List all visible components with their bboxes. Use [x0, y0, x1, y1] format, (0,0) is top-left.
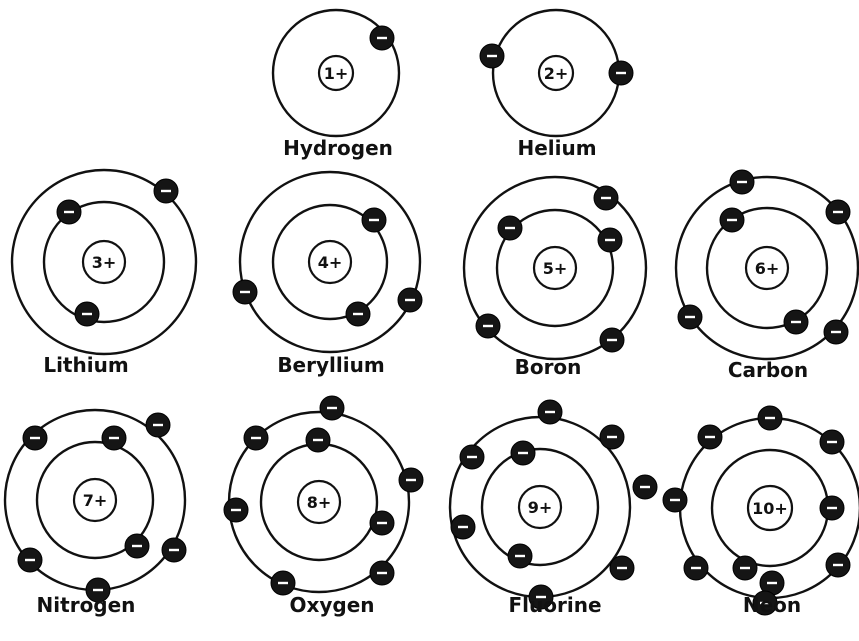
oxygen-nucleus-charge: 8+	[307, 493, 332, 512]
atom-oxygen: 8+ Oxygen	[224, 396, 423, 617]
beryllium-electron	[346, 302, 370, 326]
hydrogen-electron	[370, 26, 394, 50]
carbon-electron	[826, 200, 850, 224]
carbon-electron	[678, 305, 702, 329]
atom-fluorine: 9+ Fluorine	[450, 400, 657, 617]
oxygen-electron	[399, 468, 423, 492]
atom-boron: 5+ Boron	[464, 177, 646, 379]
fluorine-nucleus-charge: 9+	[528, 498, 553, 517]
carbon-electron	[784, 310, 808, 334]
lithium-label: Lithium	[43, 353, 128, 377]
neon-electron	[820, 496, 844, 520]
helium-electron	[609, 61, 633, 85]
beryllium-label: Beryllium	[277, 353, 384, 377]
carbon-label: Carbon	[728, 358, 808, 382]
boron-nucleus-charge: 5+	[543, 259, 568, 278]
beryllium-electron	[398, 288, 422, 312]
neon-electron	[826, 553, 850, 577]
carbon-electron	[730, 170, 754, 194]
helium-label: Helium	[517, 136, 596, 160]
atom-helium: 2+ Helium	[480, 10, 633, 160]
nitrogen-label: Nitrogen	[37, 593, 136, 617]
boron-electron	[600, 328, 624, 352]
boron-electron	[498, 216, 522, 240]
beryllium-electron	[233, 280, 257, 304]
boron-electron	[594, 186, 618, 210]
fluorine-electron	[633, 475, 657, 499]
atom-hydrogen: 1+ Hydrogen	[273, 10, 399, 160]
carbon-electron	[720, 208, 744, 232]
fluorine-electron	[508, 544, 532, 568]
nitrogen-electron	[162, 538, 186, 562]
nitrogen-electron	[102, 426, 126, 450]
atom-neon: 10+ Neon	[663, 406, 859, 617]
helium-electron	[480, 44, 504, 68]
nitrogen-electron	[23, 426, 47, 450]
neon-nucleus-charge: 10+	[752, 499, 788, 518]
neon-electron	[820, 430, 844, 454]
oxygen-label: Oxygen	[289, 593, 374, 617]
neon-electron	[733, 556, 757, 580]
oxygen-electron	[370, 511, 394, 535]
hydrogen-label: Hydrogen	[283, 136, 393, 160]
helium-nucleus-charge: 2+	[544, 64, 569, 83]
oxygen-electron	[306, 428, 330, 452]
fluorine-electron	[538, 400, 562, 424]
nitrogen-electron	[18, 548, 42, 572]
lithium-electron	[57, 200, 81, 224]
neon-label: Neon	[743, 593, 801, 617]
atom-lithium: 3+ Lithium	[12, 170, 196, 377]
oxygen-electron	[370, 561, 394, 585]
nitrogen-nucleus-charge: 7+	[83, 491, 108, 510]
lithium-electron	[75, 302, 99, 326]
carbon-nucleus-charge: 6+	[755, 259, 780, 278]
oxygen-electron	[320, 396, 344, 420]
neon-electron	[684, 556, 708, 580]
oxygen-electron	[244, 426, 268, 450]
carbon-electron	[824, 320, 848, 344]
boron-label: Boron	[515, 355, 582, 379]
nitrogen-electron	[125, 534, 149, 558]
neon-electron	[663, 488, 687, 512]
fluorine-electron	[451, 515, 475, 539]
fluorine-electron	[511, 441, 535, 465]
neon-electron	[758, 406, 782, 430]
beryllium-electron	[362, 208, 386, 232]
atom-beryllium: 4+ Beryllium	[233, 172, 422, 377]
boron-electron	[476, 314, 500, 338]
fluorine-electron	[600, 425, 624, 449]
atom-carbon: 6+ Carbon	[676, 170, 858, 382]
beryllium-nucleus-charge: 4+	[318, 253, 343, 272]
lithium-electron	[154, 179, 178, 203]
atom-nitrogen: 7+ Nitrogen	[5, 410, 186, 617]
nitrogen-electron	[146, 413, 170, 437]
boron-electron	[598, 228, 622, 252]
neon-electron	[698, 425, 722, 449]
fluorine-electron	[460, 445, 484, 469]
oxygen-electron	[271, 571, 295, 595]
fluorine-electron	[610, 556, 634, 580]
fluorine-label: Fluorine	[508, 593, 601, 617]
lithium-nucleus-charge: 3+	[92, 253, 117, 272]
hydrogen-nucleus-charge: 1+	[324, 64, 349, 83]
oxygen-electron	[224, 498, 248, 522]
